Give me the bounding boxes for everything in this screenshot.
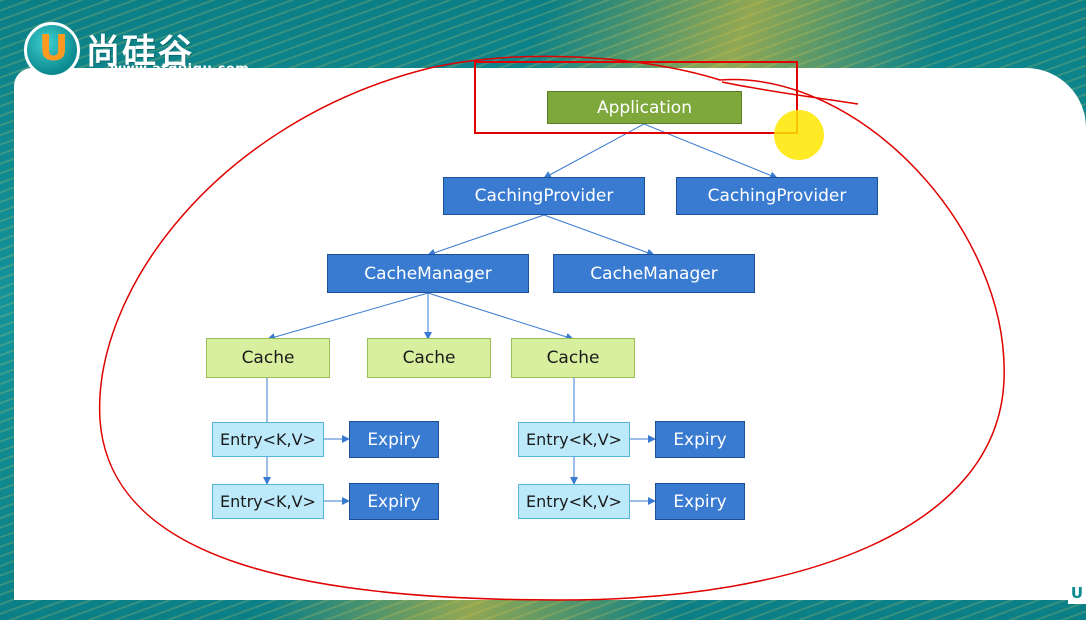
node-caching-provider-1: CachingProvider <box>443 177 645 215</box>
node-cache-3: Cache <box>511 338 635 378</box>
logo-url: www.atguigu.com <box>110 62 250 77</box>
brand-logo: U 尚硅谷 www.atguigu.com <box>24 22 294 78</box>
node-expiry-3: Expiry <box>655 421 745 458</box>
logo-letter: U <box>39 28 69 69</box>
node-entry-2: Entry<K,V> <box>212 484 324 519</box>
hand-drawn-tick <box>721 81 859 105</box>
node-cache-2: Cache <box>367 338 491 378</box>
node-expiry-4: Expiry <box>655 483 745 520</box>
node-entry-4: Entry<K,V> <box>518 484 630 519</box>
node-expiry-1: Expiry <box>349 421 439 458</box>
node-cache-manager-1: CacheManager <box>327 254 529 293</box>
node-cache-1: Cache <box>206 338 330 378</box>
edge-manager-cache-3 <box>427 292 574 341</box>
edge-provider-manager-2 <box>543 214 655 257</box>
node-entry-1: Entry<K,V> <box>212 422 324 457</box>
highlight-rectangle <box>474 61 798 134</box>
corner-logo-badge: U <box>1068 582 1086 604</box>
logo-circle <box>24 22 80 78</box>
node-caching-provider-2: CachingProvider <box>676 177 878 215</box>
edge-manager-cache-1 <box>267 292 429 341</box>
node-entry-3: Entry<K,V> <box>518 422 630 457</box>
hand-drawn-ellipse <box>98 55 1005 601</box>
edge-provider-manager-1 <box>427 214 545 257</box>
logo-text: 尚硅谷 <box>86 32 194 72</box>
node-application: Application <box>547 91 742 124</box>
cursor-highlight <box>774 110 824 160</box>
node-cache-manager-2: CacheManager <box>553 254 755 293</box>
node-expiry-2: Expiry <box>349 483 439 520</box>
